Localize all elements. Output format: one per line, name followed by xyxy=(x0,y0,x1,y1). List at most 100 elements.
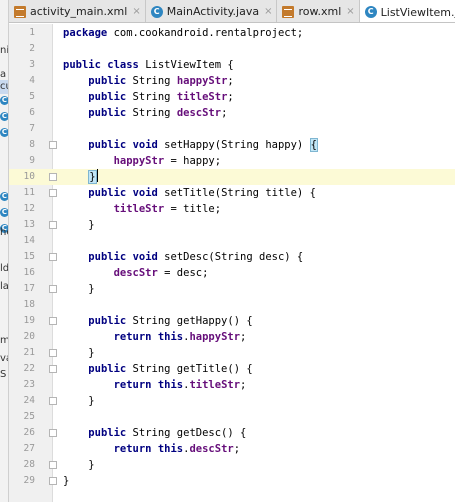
code-text: public String getDesc() { xyxy=(63,425,246,441)
project-tree-item-fragment[interactable]: va xyxy=(0,353,8,364)
keyword-token: public xyxy=(88,251,127,263)
code-line[interactable]: 28 } xyxy=(9,457,455,473)
code-line[interactable]: 18 xyxy=(9,297,455,313)
code-token: setHappy(String happy) xyxy=(157,139,310,151)
code-token: ; xyxy=(227,91,234,103)
code-line[interactable]: 29} xyxy=(9,473,455,489)
keyword-token: this xyxy=(157,443,184,455)
fold-marker-icon[interactable] xyxy=(49,141,57,149)
code-line[interactable]: 15 public void setDesc(String desc) { xyxy=(9,249,455,265)
code-text: public String titleStr; xyxy=(63,89,234,105)
close-tab-icon[interactable]: × xyxy=(132,6,141,17)
fold-marker-icon[interactable] xyxy=(49,253,57,261)
code-token xyxy=(63,331,114,343)
fold-marker-icon[interactable] xyxy=(49,317,57,325)
code-line[interactable]: 5 public String titleStr; xyxy=(9,89,455,105)
code-token: . xyxy=(183,379,190,391)
code-line[interactable]: 19 public String getHappy() { xyxy=(9,313,455,329)
code-line[interactable]: 2 xyxy=(9,41,455,57)
code-token: String xyxy=(126,75,177,87)
fold-marker-icon[interactable] xyxy=(49,429,57,437)
keyword-token: this xyxy=(157,379,184,391)
code-line[interactable]: 24 } xyxy=(9,393,455,409)
code-text: package com.cookandroid.rentalproject; xyxy=(63,25,303,41)
code-token: = desc; xyxy=(157,267,209,279)
code-line[interactable]: 27 return this.descStr; xyxy=(9,441,455,457)
project-tree-item-fragment[interactable]: ni xyxy=(0,45,9,56)
close-tab-icon[interactable]: × xyxy=(264,6,273,17)
keyword-token: return xyxy=(113,331,152,343)
code-token: = title; xyxy=(164,203,222,215)
line-number: 1 xyxy=(29,27,35,38)
class-file-icon: C xyxy=(0,192,8,201)
tab-label: row.xml xyxy=(298,5,342,18)
fold-marker-icon[interactable] xyxy=(49,397,57,405)
code-token: String xyxy=(126,91,177,103)
keyword-token: void xyxy=(132,139,158,151)
project-tree-item-fragment[interactable]: S xyxy=(0,369,7,380)
code-text: return this.titleStr; xyxy=(63,377,247,393)
project-tree-item-fragment[interactable]: he xyxy=(0,227,8,238)
keyword-token: public xyxy=(88,363,127,375)
code-line[interactable]: 13 } xyxy=(9,217,455,233)
project-panel-edge: niacuCCCCCCheldlamvaS xyxy=(0,0,9,502)
code-token: ListViewItem { xyxy=(138,59,234,71)
code-text: public String descStr; xyxy=(63,105,227,121)
project-tree-item-fragment[interactable]: m xyxy=(0,335,9,346)
code-token xyxy=(63,107,88,119)
code-token xyxy=(63,187,88,199)
code-line[interactable]: 20 return this.happyStr; xyxy=(9,329,455,345)
code-line[interactable]: 21 } xyxy=(9,345,455,361)
line-number: 26 xyxy=(23,427,35,438)
code-line[interactable]: 8 public void setHappy(String happy) { xyxy=(9,137,455,153)
project-tree-item-fragment[interactable]: la xyxy=(0,281,9,292)
code-text: public class ListViewItem { xyxy=(63,57,234,73)
code-line[interactable]: 23 return this.titleStr; xyxy=(9,377,455,393)
line-number: 12 xyxy=(23,203,35,214)
fold-marker-icon[interactable] xyxy=(49,461,57,469)
class-file-icon: C xyxy=(0,128,8,137)
fold-marker-icon[interactable] xyxy=(49,477,57,485)
code-line[interactable]: 22 public String getTitle() { xyxy=(9,361,455,377)
code-line[interactable]: 17 } xyxy=(9,281,455,297)
code-line[interactable]: 14 xyxy=(9,233,455,249)
code-line[interactable]: 25 xyxy=(9,409,455,425)
code-line[interactable]: 9 happyStr = happy; xyxy=(9,153,455,169)
tab-row-xml[interactable]: row.xml × xyxy=(277,0,360,22)
code-line[interactable]: 16 descStr = desc; xyxy=(9,265,455,281)
code-text: return this.happyStr; xyxy=(63,329,247,345)
tab-activity-main-xml[interactable]: activity_main.xml× xyxy=(9,0,146,22)
code-line[interactable]: 10 } xyxy=(9,169,455,185)
code-line[interactable]: 1 package com.cookandroid.rentalproject; xyxy=(9,25,455,41)
line-number: 25 xyxy=(23,411,35,422)
fold-marker-icon[interactable] xyxy=(49,349,57,357)
fold-marker-icon[interactable] xyxy=(49,365,57,373)
project-tree-item-fragment[interactable]: cu xyxy=(0,80,8,94)
fold-marker-icon[interactable] xyxy=(49,221,57,229)
fold-marker-icon[interactable] xyxy=(49,173,57,181)
project-tree-item-fragment[interactable]: ld xyxy=(0,263,9,274)
code-line[interactable]: 7 xyxy=(9,121,455,137)
code-line[interactable]: 26 public String getDesc() { xyxy=(9,425,455,441)
fold-marker-icon[interactable] xyxy=(49,189,57,197)
fold-marker-icon[interactable] xyxy=(49,285,57,293)
matched-brace: } xyxy=(88,170,97,184)
line-number: 10 xyxy=(23,171,35,182)
field-token: titleStr xyxy=(189,379,241,391)
close-tab-icon[interactable]: × xyxy=(346,6,355,17)
code-line[interactable]: 11 public void setTitle(String title) { xyxy=(9,185,455,201)
keyword-token: public xyxy=(88,187,127,199)
keyword-token: public xyxy=(88,139,127,151)
code-token: } xyxy=(63,219,95,231)
project-tree-item-fragment[interactable]: a xyxy=(0,69,7,80)
line-number: 24 xyxy=(23,395,35,406)
code-text: } xyxy=(63,457,94,473)
code-line[interactable]: 4 public String happyStr; xyxy=(9,73,455,89)
code-line[interactable]: 12 titleStr = title; xyxy=(9,201,455,217)
code-line[interactable]: 6 public String descStr; xyxy=(9,105,455,121)
keyword-token: public xyxy=(88,315,127,327)
